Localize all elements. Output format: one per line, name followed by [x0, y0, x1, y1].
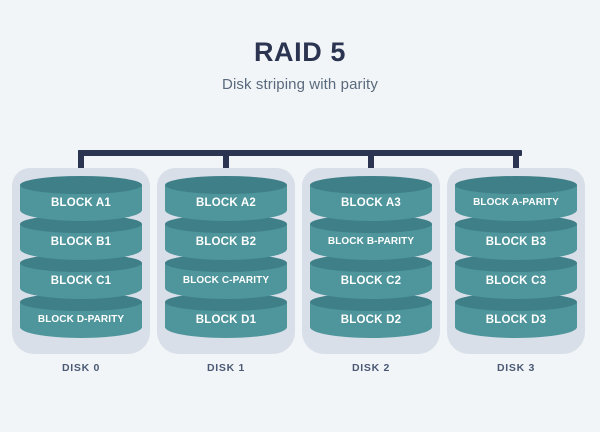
page-title: RAID 5 [253, 37, 347, 67]
block-label: BLOCK C-PARITY [182, 275, 270, 286]
disk-column-2[interactable]: BLOCK D2 BLOCK C2 BLOCK B-PARITY BLOCK A3 DI… [302, 168, 440, 374]
block-label: BLOCK A1 [51, 197, 111, 209]
disk-1-block-0[interactable]: BLOCK A2 [165, 176, 287, 228]
disk-shell-0: BLOCK D-PARITY BLOCK C1 BLOCK B1 BLOCK A1 [12, 168, 150, 354]
disk-2-block-1[interactable]: BLOCK B-PARITY [310, 215, 432, 267]
disk-caption-2: DISK 2 [351, 362, 391, 374]
controller-bus-bar [78, 150, 522, 156]
diagram-header: RAID 5 Disk striping with parity [0, 36, 600, 95]
block-label: BLOCK B1 [50, 236, 112, 248]
disk-stack-1: BLOCK D1 BLOCK C-PARITY BLOCK B2 BLOCK A2 [165, 176, 287, 346]
disk-stack-3: BLOCK D3 BLOCK C3 BLOCK B3 BLOCK A-PARITY [455, 176, 577, 346]
platter-cap [20, 176, 142, 194]
block-label: BLOCK B3 [485, 236, 547, 248]
block-label: BLOCK A2 [196, 197, 256, 209]
disk-shell-3: BLOCK D3 BLOCK C3 BLOCK B3 BLOCK A-PARITY [447, 168, 585, 354]
block-label: BLOCK C1 [50, 275, 112, 287]
block-label: BLOCK B-PARITY [327, 236, 415, 247]
disk-caption-0: DISK 0 [61, 362, 101, 374]
block-label: BLOCK B2 [195, 236, 257, 248]
bus-drop-disk-0 [78, 150, 84, 178]
platter-cap [165, 176, 287, 194]
block-label: BLOCK C2 [340, 275, 402, 287]
disk-3-block-0[interactable]: BLOCK A-PARITY [455, 176, 577, 228]
page-subtitle: Disk striping with parity [222, 76, 378, 93]
block-label: BLOCK A-PARITY [473, 197, 559, 208]
block-label: BLOCK D3 [485, 314, 547, 326]
disk-column-3[interactable]: BLOCK D3 BLOCK C3 BLOCK B3 BLOCK A-PARITY DI… [447, 168, 585, 374]
bus-drop-disk-1 [223, 150, 229, 178]
block-label: BLOCK A3 [341, 197, 401, 209]
block-label: BLOCK C3 [485, 275, 547, 287]
block-label: BLOCK D-PARITY [37, 314, 125, 325]
disk-column-1[interactable]: BLOCK D1 BLOCK C-PARITY BLOCK B2 BLOCK A2 DI… [157, 168, 295, 374]
disk-shell-1: BLOCK D1 BLOCK C-PARITY BLOCK B2 BLOCK A2 [157, 168, 295, 354]
disk-caption-3: DISK 3 [496, 362, 536, 374]
disk-caption-1: DISK 1 [206, 362, 246, 374]
platter-cap [455, 176, 577, 194]
platter-cap [310, 176, 432, 194]
disk-0-block-0[interactable]: BLOCK A1 [20, 176, 142, 228]
disk-stack-2: BLOCK D2 BLOCK C2 BLOCK B-PARITY BLOCK A3 [310, 176, 432, 346]
bus-drop-disk-3 [513, 150, 519, 178]
disk-stack-0: BLOCK D-PARITY BLOCK C1 BLOCK B1 BLOCK A1 [20, 176, 142, 346]
disk-column-0[interactable]: BLOCK D-PARITY BLOCK C1 BLOCK B1 BLOCK A1 DI… [12, 168, 150, 374]
disk-shell-2: BLOCK D2 BLOCK C2 BLOCK B-PARITY BLOCK A3 [302, 168, 440, 354]
bus-drop-disk-2 [368, 150, 374, 178]
block-label: BLOCK D2 [340, 314, 402, 326]
disk-3-block-1[interactable]: BLOCK B3 [455, 215, 577, 267]
disk-2-block-0[interactable]: BLOCK A3 [310, 176, 432, 228]
disk-array: BLOCK D-PARITY BLOCK C1 BLOCK B1 BLOCK A1 DI… [0, 168, 600, 388]
block-label: BLOCK D1 [195, 314, 257, 326]
